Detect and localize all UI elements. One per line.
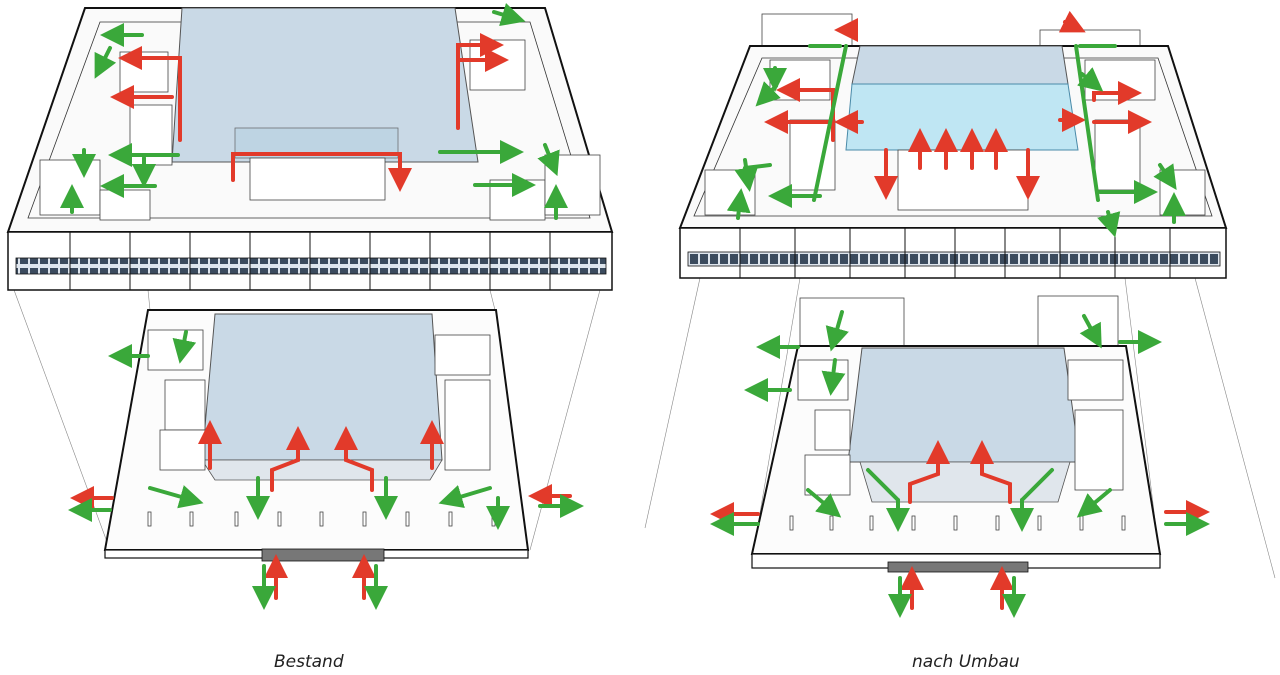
escape-routes-lower-after <box>710 310 1210 618</box>
lower-floor-after <box>710 295 1210 618</box>
caption-existing: Bestand <box>274 652 344 672</box>
annex-block-right <box>1037 295 1119 347</box>
escape-arrow-red <box>118 46 182 142</box>
escape-arrow-red <box>1058 10 1086 33</box>
escape-arrow-green <box>812 44 848 202</box>
annex-block-left <box>799 297 905 347</box>
caption-after-conversion: nach Umbau <box>912 652 1020 672</box>
escape-arrow-green <box>537 143 560 177</box>
escape-arrow-green <box>755 81 781 107</box>
stand-rake <box>201 459 443 481</box>
building-after-conversion <box>644 10 1276 618</box>
entrance-block <box>887 561 1029 573</box>
roof-block-left <box>761 13 853 47</box>
escape-arrow-red <box>231 152 412 192</box>
facade-glazing <box>15 257 607 275</box>
columns-after <box>789 515 1126 531</box>
escape-arrow-green <box>726 188 751 220</box>
escape-arrow-green <box>148 485 204 509</box>
hall-void <box>171 7 479 163</box>
escape-arrow-red <box>270 426 310 492</box>
escape-routes-upper-existing <box>60 3 568 220</box>
escape-arrow-green <box>743 163 772 170</box>
escape-routes-lower-existing <box>68 330 584 610</box>
facade-mullions <box>69 232 551 290</box>
escape-arrow-green <box>806 488 842 518</box>
escape-arrow-green <box>734 158 759 192</box>
stand-rake <box>859 461 1071 503</box>
escape-arrow-green <box>1076 488 1112 518</box>
hall-void <box>851 45 1069 85</box>
pool-basin <box>845 83 1079 151</box>
escape-arrow-green <box>1077 67 1104 92</box>
escape-routes-upper-after <box>726 10 1186 238</box>
escape-arrow-green <box>821 358 846 396</box>
escape-arrow-red <box>334 426 374 492</box>
escape-arrow-green <box>1153 163 1177 190</box>
escape-arrow-green <box>172 330 197 364</box>
building-existing <box>6 3 614 610</box>
upper-floor-existing <box>6 3 614 291</box>
upper-floor-after <box>678 10 1228 279</box>
escape-arrow-green <box>492 3 526 27</box>
roof-block-right <box>1039 29 1141 47</box>
escape-arrow-red <box>456 33 504 130</box>
escape-arrow-green <box>866 468 900 502</box>
facade-glazing <box>687 251 1221 267</box>
escape-arrow-red <box>908 440 950 504</box>
hall-floor <box>201 313 443 461</box>
pool-front-wall <box>897 149 1029 211</box>
hall-floor <box>847 347 1081 463</box>
facade-mullions <box>739 228 1171 278</box>
escape-arrow-red <box>970 440 1012 504</box>
escape-arrow-green <box>1097 210 1121 238</box>
entrance-block <box>261 548 385 562</box>
escape-arrow-green <box>825 310 849 352</box>
escape-arrow-green <box>94 46 117 79</box>
escape-arrow-green <box>438 485 492 509</box>
lower-floor-existing <box>68 309 584 610</box>
escape-arrow-green <box>1079 314 1102 349</box>
lower-rooms-existing <box>147 329 491 471</box>
escape-arrow-green <box>1020 468 1054 502</box>
escape-arrow-red <box>1092 81 1142 105</box>
